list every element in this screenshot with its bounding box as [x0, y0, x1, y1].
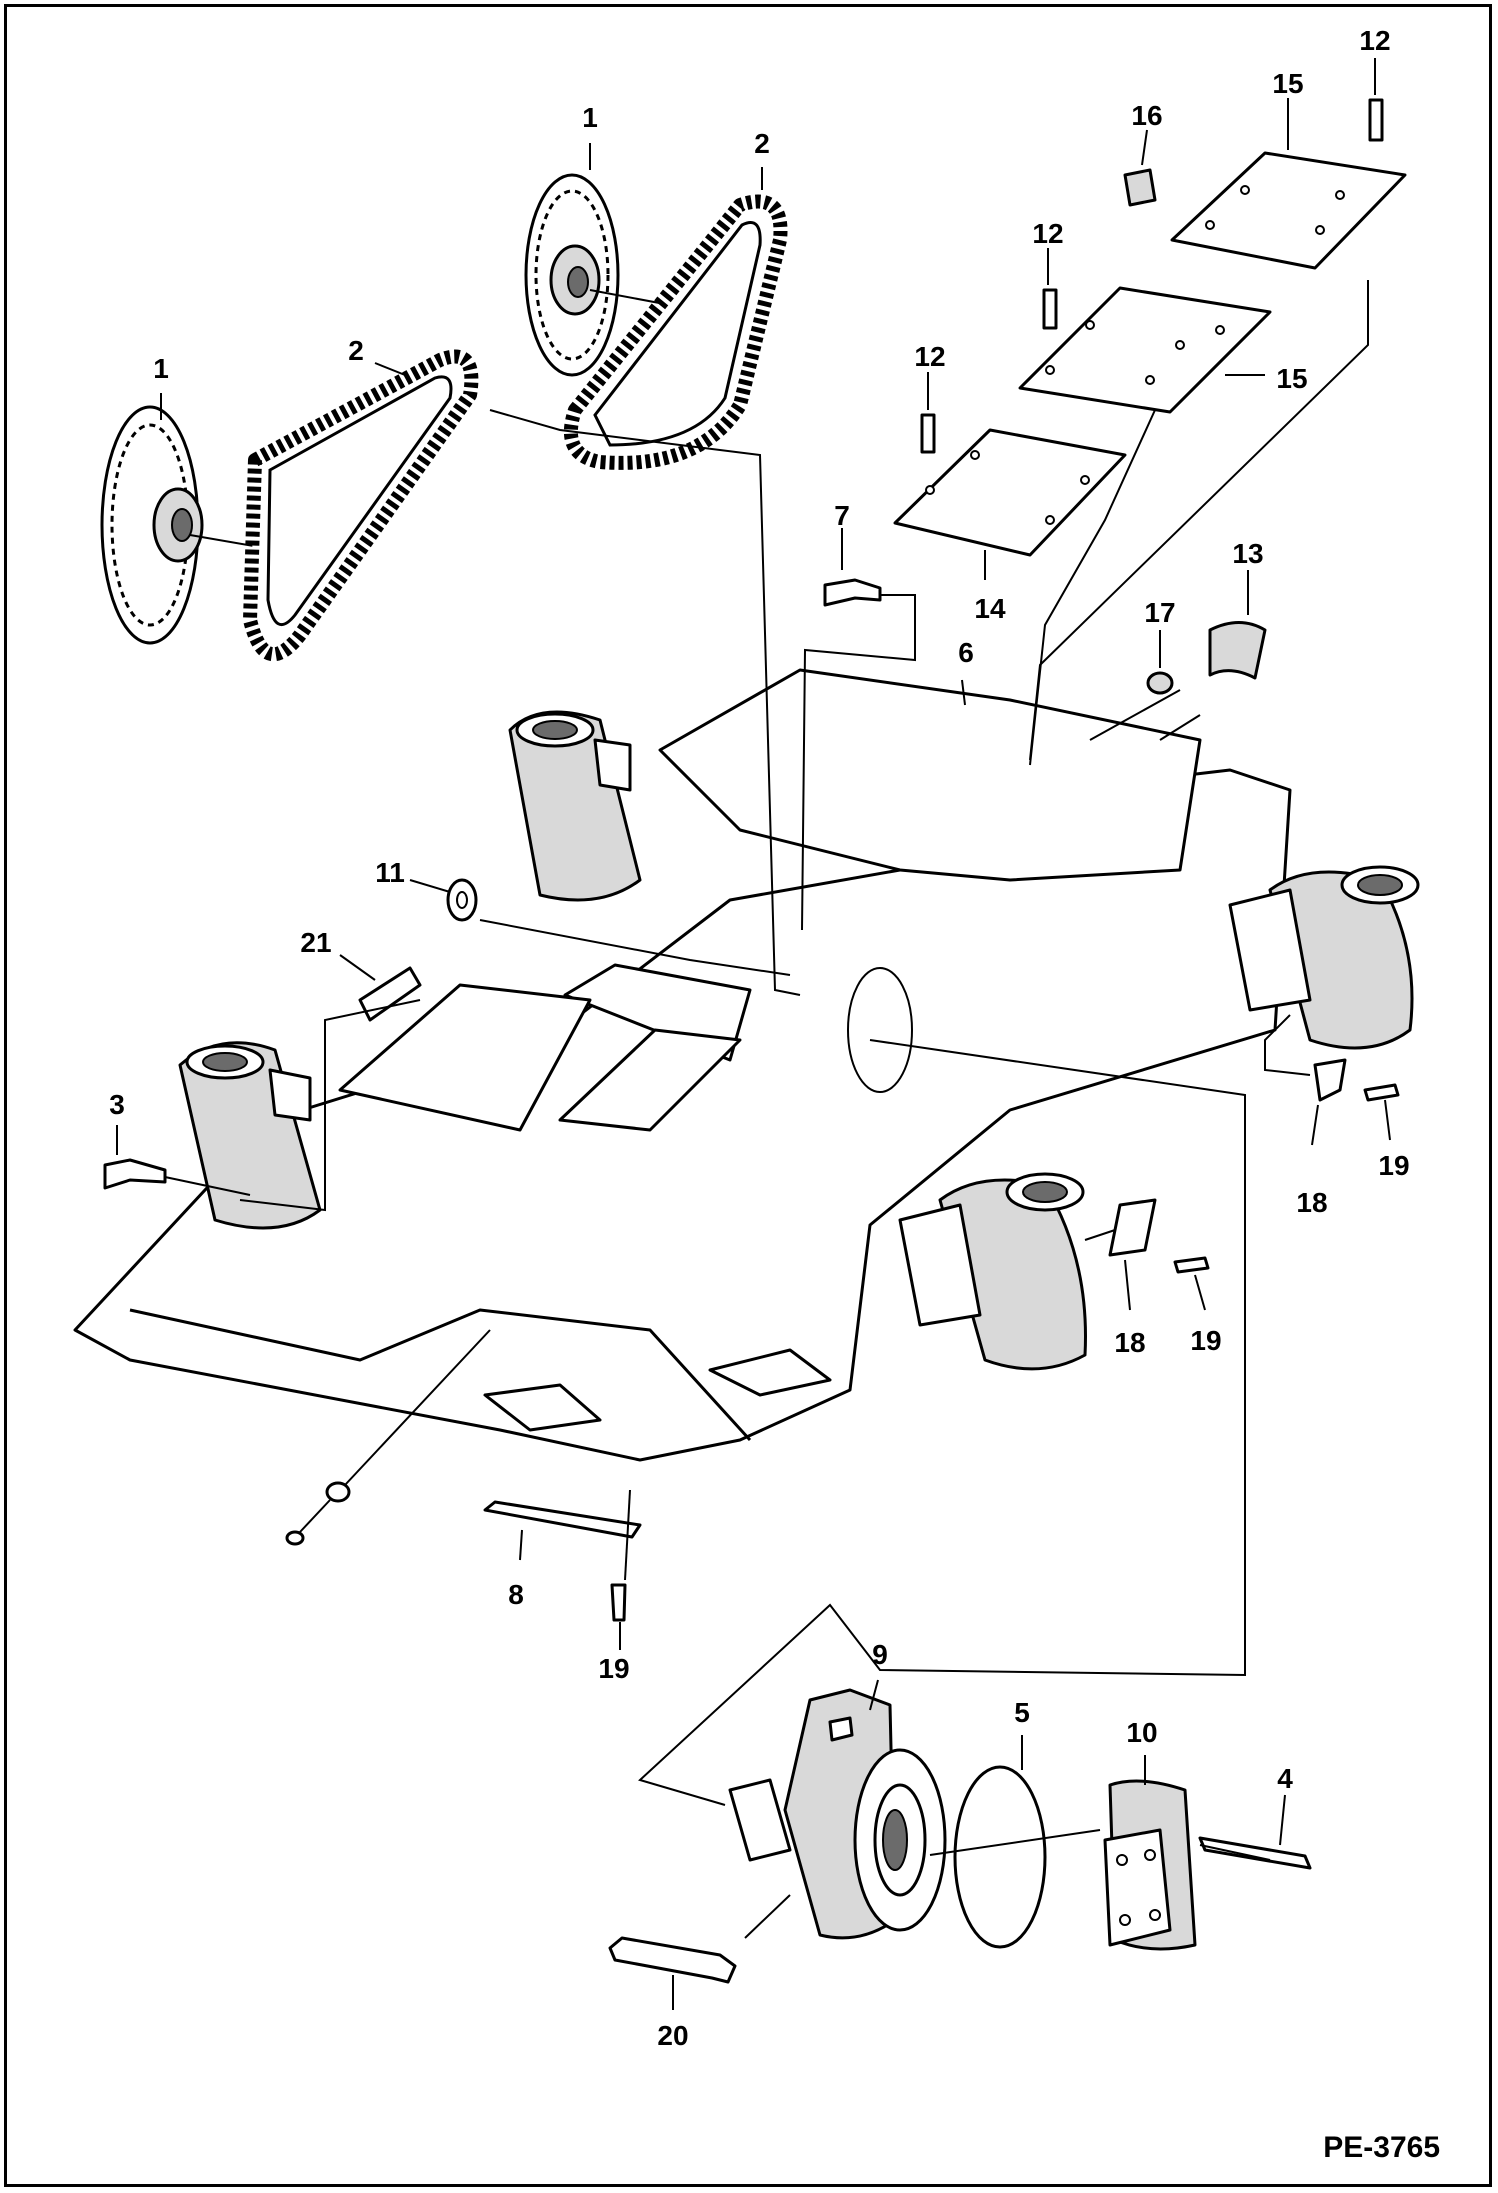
bearing-13 [1208, 621, 1267, 680]
plate-18-center [1108, 1198, 1157, 1257]
callout-11: 11 [375, 857, 405, 888]
axle-tube-rear-right [1228, 865, 1420, 1050]
sprocket-left [100, 405, 266, 645]
callout-14: 14 [974, 593, 1006, 624]
bolt-19-center [1173, 1256, 1210, 1274]
bolt-19-bottom [610, 1583, 627, 1622]
main-frame [73, 668, 1292, 1462]
callout-labels: 1 1 2 2 3 4 5 6 7 8 9 10 11 12 12 12 13 … [109, 25, 1409, 2051]
callout-19-center: 19 [1190, 1325, 1221, 1356]
block-21 [358, 966, 422, 1022]
washer-11 [446, 878, 478, 922]
callout-5: 5 [1014, 1697, 1030, 1728]
axle-tube-front-left [178, 1041, 322, 1230]
callout-2-left: 2 [348, 335, 364, 366]
bolt-3 [103, 1158, 167, 1190]
cover-plate-14 [893, 428, 1127, 557]
callout-18-center: 18 [1114, 1327, 1145, 1358]
grease-tube-20 [608, 1936, 737, 1984]
callout-1-upper: 1 [582, 102, 598, 133]
chain-upper [564, 194, 788, 470]
chain-left [243, 349, 479, 662]
bolts-12 [920, 98, 1384, 454]
callout-10: 10 [1126, 1717, 1157, 1748]
callout-3: 3 [109, 1089, 125, 1120]
plug-17 [1146, 671, 1174, 695]
callout-13: 13 [1232, 538, 1263, 569]
callout-7: 7 [834, 500, 850, 531]
axle-tube-rear-left [508, 710, 642, 902]
callout-21: 21 [300, 927, 331, 958]
callout-17: 17 [1144, 597, 1175, 628]
callout-12-lower: 12 [914, 341, 945, 372]
plate-18-right [1313, 1058, 1347, 1102]
callout-20: 20 [657, 2020, 688, 2051]
drawing-border [4, 4, 1492, 2187]
drive-motor-9 [728, 1688, 947, 1940]
callout-12-middle: 12 [1032, 218, 1063, 249]
callout-18-right: 18 [1296, 1187, 1327, 1218]
bolt-4 [1198, 1836, 1312, 1870]
cover-plate-15-upper [1170, 151, 1407, 270]
bolt-7 [823, 578, 882, 607]
callout-6: 6 [958, 637, 974, 668]
callout-1-left: 1 [153, 353, 169, 384]
nut-and-screw-center [285, 1481, 351, 1546]
callout-8: 8 [508, 1579, 524, 1610]
callout-15-lower: 15 [1276, 363, 1307, 394]
callout-19-right: 19 [1378, 1150, 1409, 1181]
cover-plate-15-lower [1018, 286, 1272, 414]
callout-19-bottom: 19 [598, 1653, 629, 1684]
callout-2-upper: 2 [754, 128, 770, 159]
bolt-19-right [1363, 1083, 1400, 1102]
sprocket-upper [524, 173, 671, 377]
leader-lines [116, 58, 1391, 2010]
callout-4: 4 [1277, 1763, 1293, 1794]
o-ring-5 [953, 1765, 1047, 1949]
callout-16: 16 [1131, 100, 1162, 131]
axle-tube-front-right [898, 1172, 1087, 1371]
drawing-reference-number: PE-3765 [1323, 2131, 1440, 2164]
callout-12-top: 12 [1359, 25, 1390, 56]
callout-15-upper: 15 [1272, 68, 1303, 99]
motor-10 [1103, 1779, 1197, 1951]
strip-8 [483, 1500, 642, 1539]
breather-16 [1123, 168, 1157, 207]
callout-9: 9 [872, 1639, 888, 1670]
